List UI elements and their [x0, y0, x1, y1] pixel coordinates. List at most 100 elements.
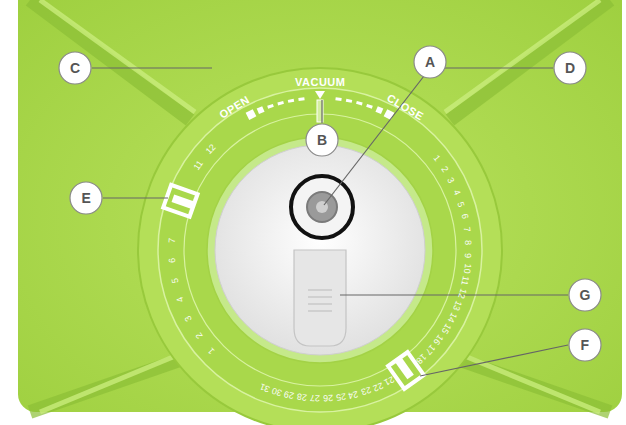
day-number: 13	[451, 299, 463, 312]
day-number: 6	[459, 213, 469, 220]
rib-highlight	[40, 0, 195, 112]
grip-line	[308, 303, 332, 305]
rib-highlight	[40, 352, 185, 412]
day-number: 16	[432, 332, 445, 345]
pointer-triangle	[315, 91, 325, 99]
day-number: 17	[423, 342, 436, 355]
band-line	[184, 114, 456, 386]
dial-marking: OPEN	[218, 94, 252, 121]
day-number: 18	[414, 352, 427, 365]
scale-dash	[288, 99, 294, 103]
day-number: 9	[463, 252, 472, 257]
day-number: 2	[439, 165, 449, 174]
day-number: 25	[335, 391, 346, 401]
month-number: 5	[170, 277, 180, 284]
scale-square	[384, 109, 395, 120]
callout-circle	[569, 329, 601, 361]
leader-line	[420, 345, 568, 376]
month-slider	[163, 185, 197, 217]
day-number: 24	[347, 389, 359, 400]
dial-marking: CLOSE	[386, 93, 426, 123]
scale-dash	[298, 97, 304, 101]
day-number: 11	[460, 275, 471, 286]
slider-tab	[172, 194, 195, 209]
day-number: 31	[258, 381, 271, 393]
day-number: 29	[283, 389, 295, 400]
callout-circle	[306, 124, 338, 156]
callout-letter: E	[82, 191, 91, 205]
month-number: 2	[194, 331, 204, 340]
rib-highlight	[455, 352, 600, 412]
rib-highlight	[445, 0, 600, 112]
callout-letter: B	[317, 133, 327, 147]
day-number: 12	[456, 287, 468, 299]
day-number: 26	[323, 393, 333, 403]
dial-marking: VACUUM	[295, 77, 345, 88]
scale-square	[375, 106, 383, 114]
month-number: 7	[168, 237, 177, 243]
callout-letter: D	[565, 61, 575, 75]
day-number: 30	[271, 386, 283, 398]
scale-dash	[277, 101, 284, 105]
month-number: 11	[193, 159, 206, 172]
rib	[450, 0, 610, 120]
scale-dash	[366, 104, 373, 109]
month-number: 12	[205, 143, 218, 156]
month-number: 1	[207, 346, 217, 356]
scale-dash	[335, 97, 341, 101]
callout-letter: G	[580, 288, 591, 302]
day-number: 1	[432, 154, 442, 163]
month-number: 3	[183, 314, 193, 323]
leader-line	[324, 76, 424, 205]
callout-circle	[70, 182, 102, 214]
day-number: 4	[451, 188, 461, 196]
scale-dash	[267, 104, 274, 109]
day-number: 22	[371, 380, 384, 392]
leader-line	[92, 67, 212, 68]
grip-line	[308, 296, 332, 298]
number-band	[158, 88, 482, 412]
leader-line	[432, 67, 553, 68]
scale-square	[257, 106, 265, 114]
leader-line	[103, 197, 168, 198]
slider-tab	[395, 357, 414, 380]
leader-line	[340, 294, 568, 295]
day-number: 10	[462, 263, 472, 274]
day-number: 3	[446, 176, 456, 185]
grip-line	[308, 310, 332, 312]
day-number: 7	[462, 226, 472, 232]
callout-letter: F	[581, 338, 590, 352]
tab-grip	[308, 290, 332, 311]
rib	[30, 0, 190, 120]
leader-lines	[92, 68, 568, 376]
disc-border	[207, 137, 433, 363]
day-number: 14	[446, 311, 459, 324]
rib-highlights	[40, 0, 600, 412]
dial-rim	[138, 68, 502, 425]
day-number: 5	[456, 200, 466, 208]
day-number: 15	[439, 322, 452, 335]
day-number: 21	[383, 374, 396, 387]
indicator-slot	[317, 100, 323, 122]
scale-dash	[356, 101, 363, 105]
release-tab	[294, 250, 346, 346]
scale-square	[246, 109, 257, 120]
day-number: 8	[463, 240, 472, 245]
leader-line	[321, 100, 322, 123]
slider-frame	[163, 185, 197, 217]
callout-circle	[554, 52, 586, 84]
month-number: 4	[175, 296, 185, 304]
day-number: 27	[310, 393, 320, 402]
day-number: 28	[296, 392, 307, 402]
scale-dash	[346, 99, 352, 103]
callout-circle	[59, 52, 91, 84]
callout-letter: C	[70, 61, 80, 75]
callout-circles	[59, 46, 601, 361]
lid-ribs	[30, 0, 610, 412]
valve-ring	[291, 176, 353, 238]
day-number: 23	[360, 385, 372, 397]
callout-circle	[414, 46, 446, 78]
